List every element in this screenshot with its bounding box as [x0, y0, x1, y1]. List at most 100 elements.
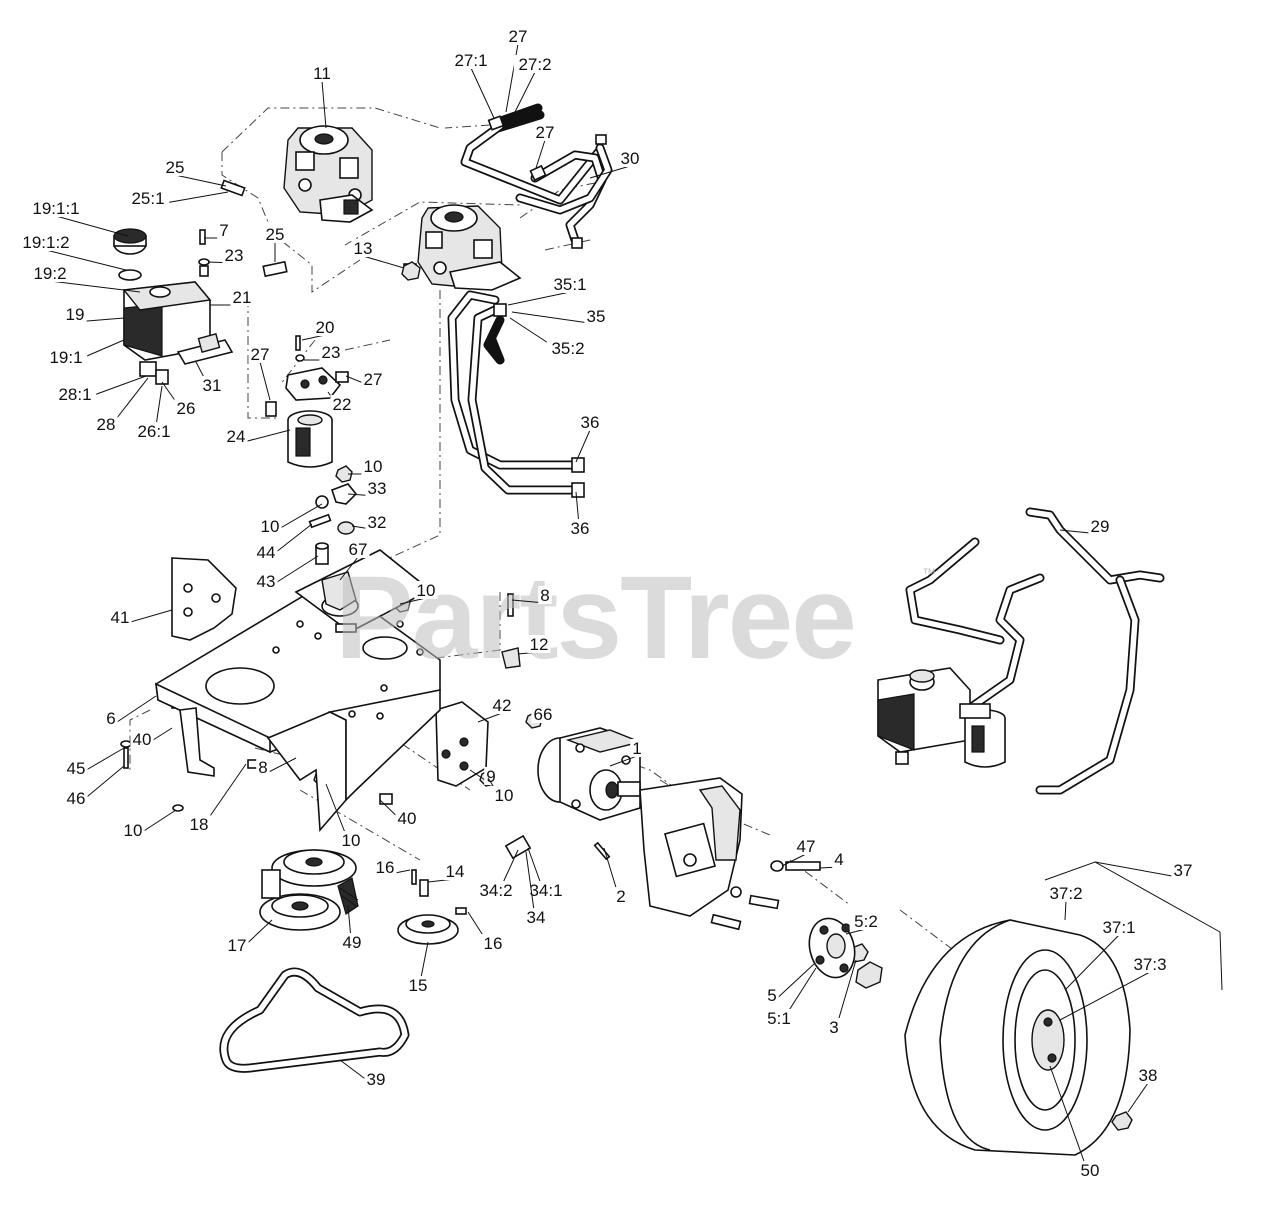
callout-18: 18: [187, 763, 247, 834]
callout-label-bg: [548, 275, 592, 293]
callout-40: 40: [379, 799, 419, 828]
callout-label-bg: [263, 225, 287, 243]
callout-label: 15: [409, 976, 428, 995]
callout-label: 24: [227, 427, 246, 446]
callout-label-bg: [254, 543, 278, 561]
callout-47: 47: [781, 837, 818, 867]
callout-28-1: 28:1: [53, 375, 147, 404]
callout-leader: [1127, 1082, 1149, 1113]
callout-35: 35: [511, 307, 608, 326]
fitting-31: [176, 333, 234, 365]
callout-33: 33: [347, 479, 389, 498]
callout-label: 40: [133, 730, 152, 749]
callout-leader: [507, 291, 571, 306]
callout-30: 30: [589, 149, 642, 179]
callout-label: 37:3: [1133, 955, 1166, 974]
callout-label-bg: [490, 696, 514, 714]
callout-label-bg: [108, 608, 132, 626]
callout-label: 26: [177, 399, 196, 418]
callout-50: 50: [1049, 1065, 1102, 1180]
callout-label: 34:1: [529, 881, 562, 900]
callout-label-bg: [200, 376, 224, 394]
callout-5-2: 5:2: [845, 912, 883, 935]
callout-label-bg: [474, 881, 518, 899]
callout-label: 49: [343, 933, 362, 952]
callout-label: 50: [1081, 1161, 1100, 1180]
callout-10: 10: [258, 503, 323, 536]
callout-label-bg: [339, 831, 363, 849]
callout-label: 12: [530, 635, 549, 654]
callout-label-bg: [1078, 1161, 1102, 1179]
hydraulic-hoses-upper: [460, 103, 613, 249]
callout-26-1: 26:1: [132, 385, 176, 441]
callout-label: 28:1: [58, 385, 91, 404]
callout-label: 67: [349, 540, 368, 559]
callout-label: 4: [834, 850, 843, 869]
callout-leader: [321, 80, 327, 129]
callout-23: 23: [304, 343, 343, 362]
callout-44: 44: [254, 523, 313, 562]
callout-26: 26: [161, 381, 198, 418]
callout-label: 19:1:1: [32, 199, 79, 218]
callout-34-2: 34:2: [474, 849, 519, 900]
callout-41: 41: [108, 608, 173, 627]
callout-leader: [362, 255, 405, 269]
drive-pulley: [397, 914, 459, 945]
callout-19-1: 19:1: [44, 339, 125, 367]
callout-label: 10: [261, 517, 280, 536]
callout-32: 32: [351, 513, 389, 532]
callout-label: 19:1: [49, 348, 82, 367]
callout-10: 10: [121, 809, 177, 840]
callout-label-bg: [94, 415, 118, 433]
callout-label: 19:1:2: [22, 233, 69, 252]
callout-16: 16: [373, 858, 411, 877]
callout-leader: [575, 429, 591, 463]
wheel-hub: [808, 917, 856, 979]
callout-leader: [781, 853, 807, 867]
callout-label: 35:2: [551, 339, 584, 358]
tire-wheel: [904, 861, 1223, 1156]
watermark-trademark: ™: [922, 565, 936, 581]
callout-10: 10: [348, 457, 385, 476]
callout-label: 37:1: [1102, 918, 1135, 937]
callout-label-bg: [340, 933, 364, 951]
drive-belt: [219, 967, 410, 1073]
callout-4: 4: [819, 850, 846, 869]
callout-leader: [609, 755, 638, 767]
callout-5: 5: [765, 963, 815, 1005]
callout-37-3: 37:3: [1059, 955, 1172, 1021]
callout-40: 40: [130, 727, 173, 749]
callout-label-bg: [524, 881, 568, 899]
callout-label: 16: [484, 934, 503, 953]
callout-label: 46: [67, 789, 86, 808]
callout-10: 10: [325, 783, 363, 850]
callout-8: 8: [511, 586, 552, 605]
callout-label: 27:2: [518, 55, 551, 74]
callout-label-bg: [313, 318, 337, 336]
callout-label-bg: [130, 730, 154, 748]
callout-label: 36: [581, 413, 600, 432]
callout-label-bg: [126, 189, 170, 207]
callout-label: 35:1: [553, 275, 586, 294]
callout-27: 27: [505, 27, 530, 113]
callout-label: 5: [767, 986, 776, 1005]
callout-label: 6: [106, 709, 115, 728]
callout-label-bg: [1171, 861, 1195, 879]
callout-label-bg: [618, 149, 642, 167]
callout-leader: [259, 361, 271, 401]
callout-38: 38: [1127, 1066, 1160, 1113]
callout-2: 2: [603, 847, 628, 906]
callout-label: 35: [587, 307, 606, 326]
callout-label-bg: [449, 51, 493, 69]
callout-label-bg: [364, 1070, 388, 1088]
callout-label-bg: [64, 759, 88, 777]
callout-label: 23: [322, 343, 341, 362]
callout-label-bg: [765, 986, 779, 1004]
callout-label: 10: [364, 457, 383, 476]
callout-leader: [511, 71, 536, 119]
inset-assembly-view: [877, 507, 1165, 795]
callout-label-bg: [256, 758, 270, 776]
callout-leader: [339, 556, 359, 581]
callout-label: 21: [233, 288, 252, 307]
hydraulic-reservoir: [113, 228, 212, 385]
